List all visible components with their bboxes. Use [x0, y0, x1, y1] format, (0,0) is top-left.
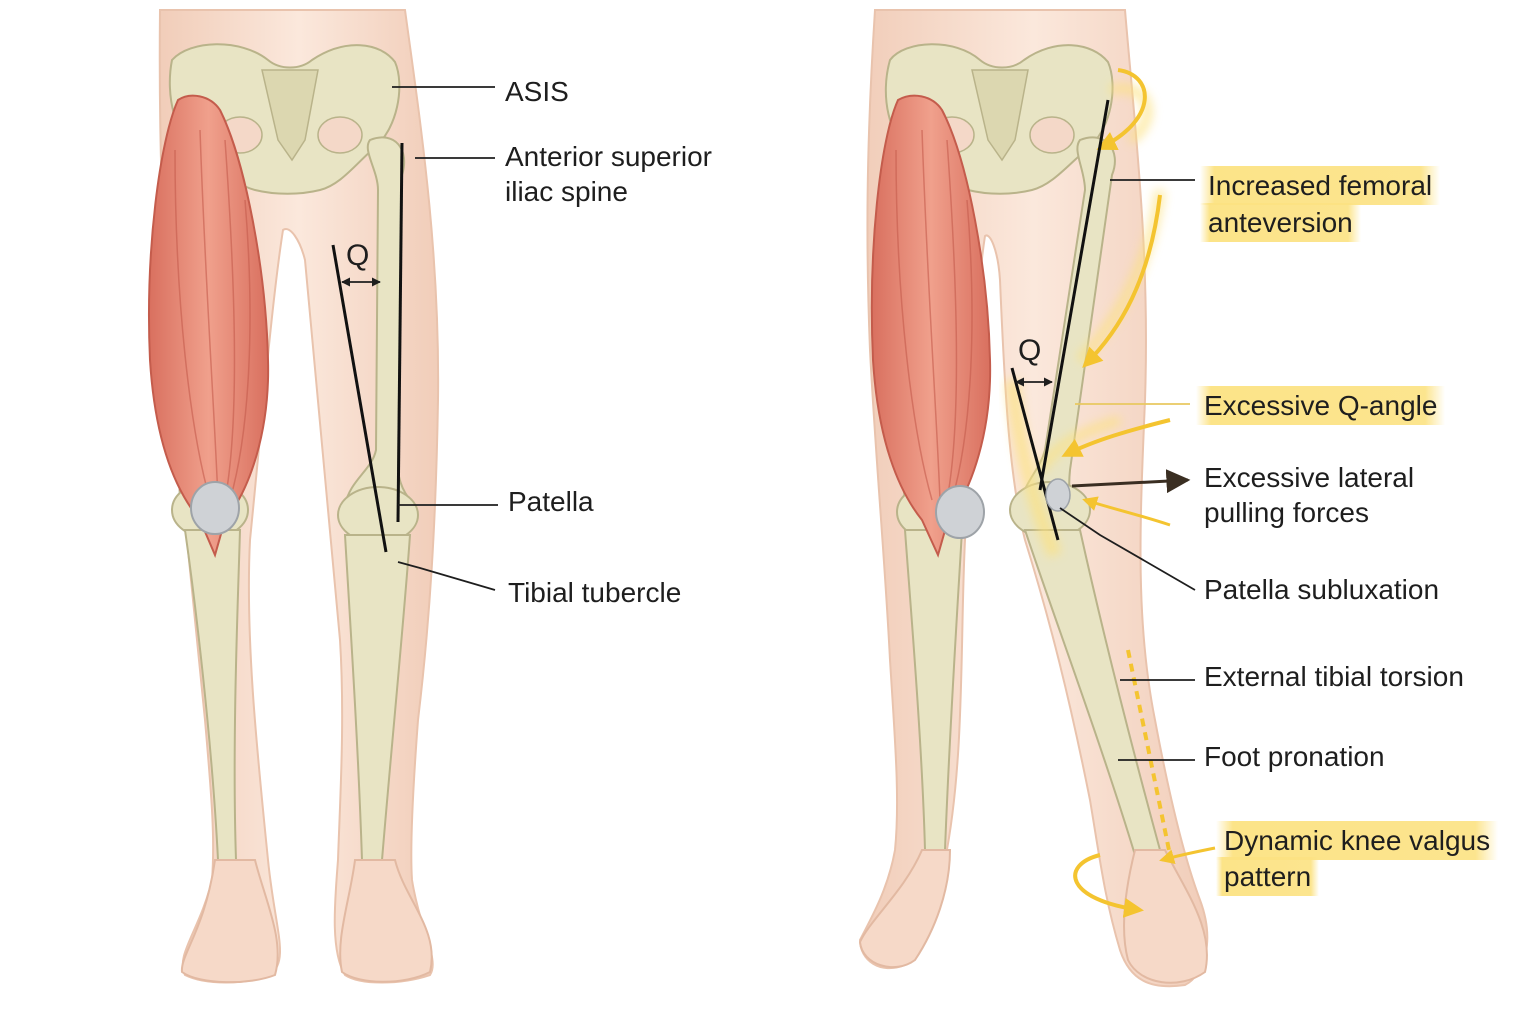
label-asis: ASIS: [505, 76, 569, 107]
right-q-symbol: Q: [1018, 334, 1041, 367]
left-sacrum: [261, 69, 319, 162]
left-foot-a: [180, 859, 279, 984]
right-q-line-tibia: [1010, 367, 1060, 541]
left-foot-b: [339, 859, 433, 983]
label-anterior-line1: Anterior superior: [505, 141, 712, 172]
left-obturator-2: [317, 116, 363, 154]
label-femoral-line1: Increased femoral: [1200, 166, 1441, 205]
right-patella: [935, 485, 985, 539]
right-foot-b: [1123, 849, 1208, 984]
arrow-lateral: [1071, 469, 1191, 494]
right-subluxed-patella: [1045, 478, 1071, 512]
right-muscle-fibers: [895, 129, 973, 501]
arrow-qangle: [1061, 418, 1171, 457]
glow-leg: [1005, 379, 1062, 558]
label-valgus-line1: Dynamic knee valgus: [1216, 821, 1499, 860]
label-subluxation: Patella subluxation: [1204, 574, 1440, 605]
label-torsion: External tibial torsion: [1204, 661, 1464, 692]
arrow-lateral-push: [1082, 496, 1171, 527]
right-sacrum: [971, 69, 1029, 162]
label-lateral-line2: pulling forces: [1204, 497, 1369, 528]
left-muscle-fibers: [174, 129, 251, 501]
left-q-symbol: Q: [346, 239, 369, 272]
arrow-anteversion: [1096, 68, 1147, 151]
right-obturator-2: [1029, 116, 1075, 154]
label-lateral-line1: Excessive lateral: [1204, 462, 1415, 493]
label-q-angle: Excessive Q-angle: [1196, 386, 1446, 425]
label-femoral-line2: anteversion: [1200, 203, 1361, 242]
left-q-line-tibia: [331, 244, 388, 553]
arrow-femur-down: [1082, 194, 1162, 368]
label-pronation: Foot pronation: [1204, 741, 1385, 772]
arrow-valgus: [1159, 846, 1216, 865]
label-patella: Patella: [508, 486, 594, 517]
left-q-line-asis: [396, 142, 404, 523]
arrow-foot: [1073, 853, 1144, 918]
left-figure: Q: [148, 9, 498, 984]
label-anterior-line2: iliac spine: [505, 176, 628, 207]
leader-subluxation: [1059, 507, 1196, 591]
right-figure: Q: [858, 9, 1216, 988]
label-tibial-tubercle: Tibial tubercle: [508, 577, 682, 608]
leader-tibial: [397, 561, 496, 591]
label-valgus-line2: pattern: [1216, 857, 1320, 896]
right-q-line-asis: [1038, 99, 1110, 491]
right-foot-a: [858, 849, 952, 969]
left-patella: [190, 481, 240, 535]
tibial-torsion-dash: [1126, 649, 1172, 856]
